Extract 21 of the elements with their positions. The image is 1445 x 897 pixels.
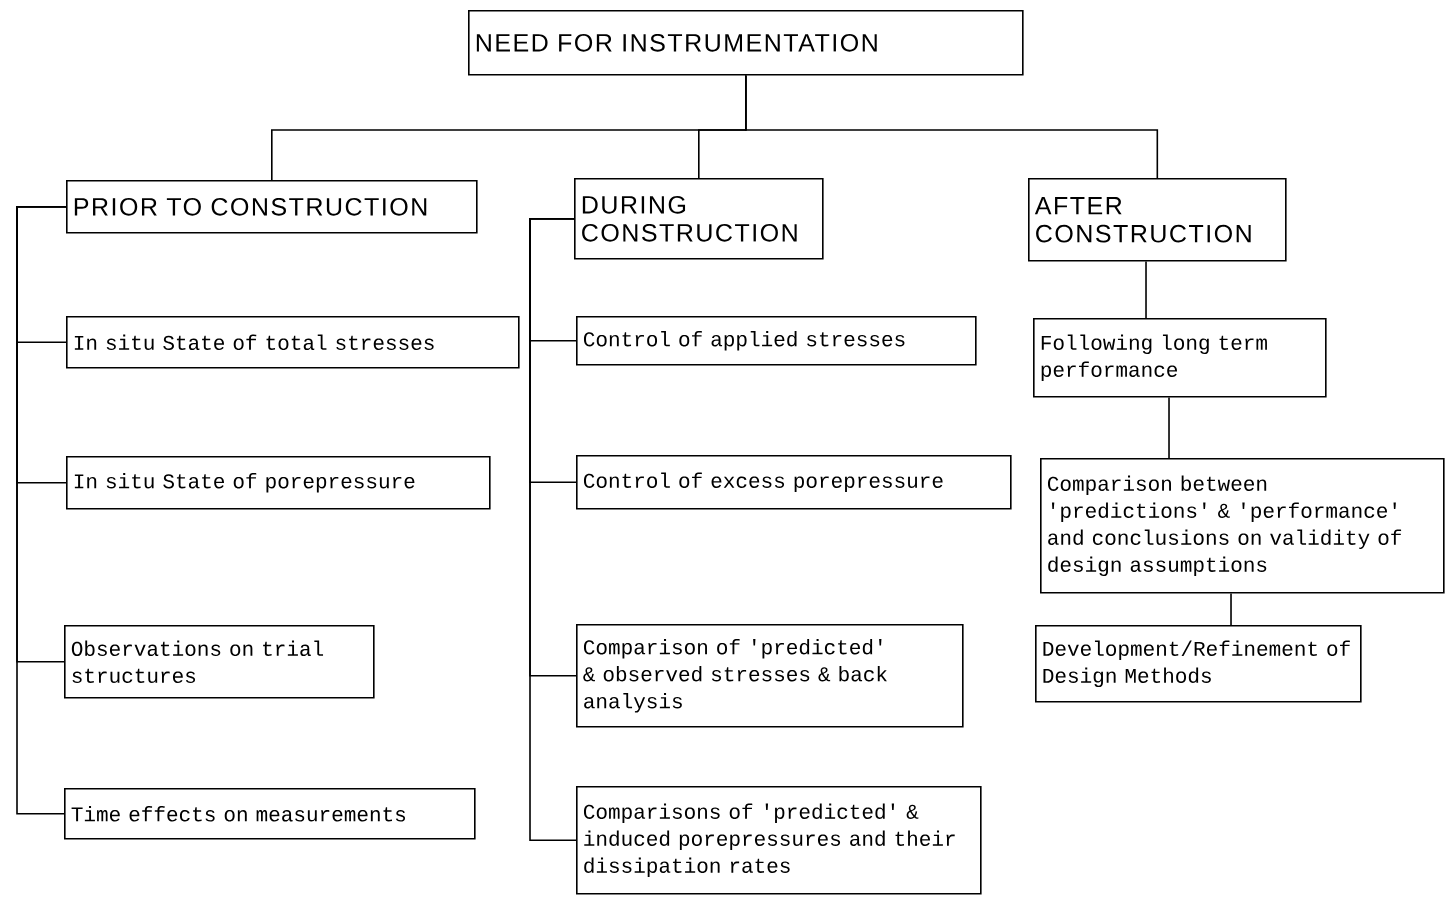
item-box: Comparisons of 'predicted' & induced porepressures and their dissipation rates [576,786,982,895]
connector-line [1168,396,1170,459]
item-box: Comparison of 'predicted' & observed stresses & back analysis [576,624,964,728]
connector-line [16,206,67,815]
item-box: In situ State of porepressure [66,456,491,510]
item-box: Comparison between 'predictions' & 'performance' and conclusions on validity of design assumptions [1040,458,1445,594]
heading-box: NEED FOR INSTRUMENTATION [468,10,1024,76]
item-box: Time effects on measurements [64,788,476,840]
connector-line [1230,592,1232,626]
heading-box: PRIOR TO CONSTRUCTION [66,180,478,234]
heading-box: DURING CONSTRUCTION [574,178,824,260]
item-box: Control of excess porepressure [576,455,1012,510]
connector-line [745,74,1159,179]
item-box: Control of applied stresses [576,316,977,366]
item-box: Development/Refinement of Design Methods [1035,625,1362,703]
item-box: In situ State of total stresses [66,316,520,369]
connector-line [529,218,577,842]
connector-line [1145,260,1147,319]
heading-box: AFTER CONSTRUCTION [1028,178,1287,262]
item-box: Following long term performance [1033,318,1327,398]
item-box: Observations on trial structures [64,625,375,699]
